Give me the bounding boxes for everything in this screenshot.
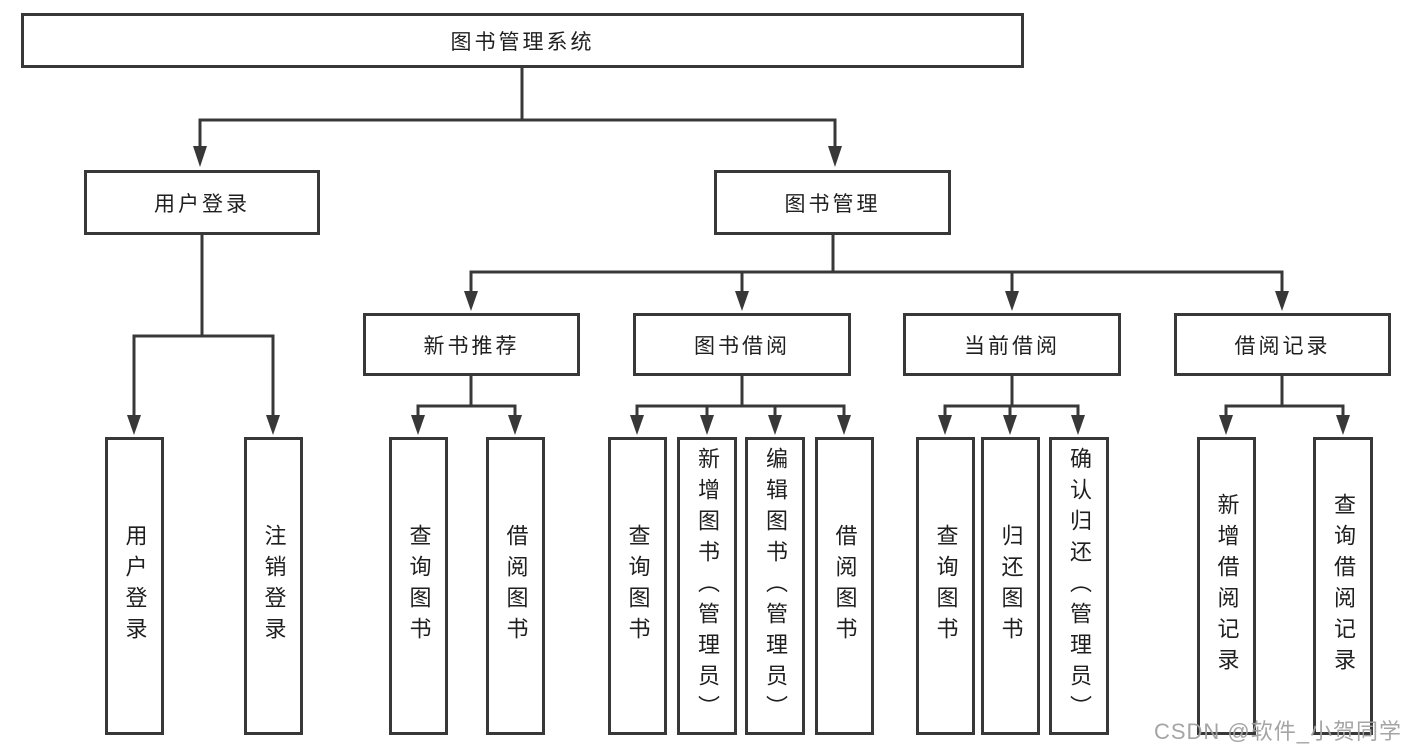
connector-current-borrow-children	[943, 376, 1080, 417]
leaf-edit-book-admin: 编辑图书（管理员）	[745, 437, 805, 735]
connector-user-login-children	[132, 235, 275, 417]
arrowheads-current-borrow-children	[938, 415, 1085, 435]
connector-book-borrow-children	[635, 376, 846, 417]
node-book-borrow: 图书借阅	[633, 313, 851, 376]
leaf-add-book-admin-label: 新增图书（管理员）	[695, 446, 720, 726]
node-new-book-recommend-label: 新书推荐	[423, 334, 520, 358]
node-user-login-label: 用户登录	[154, 192, 250, 216]
leaf-borrow-borrow-books: 借阅图书	[815, 437, 874, 735]
leaf-confirm-return-admin-label: 确认归还（管理员）	[1067, 446, 1092, 726]
node-borrow-records-label: 借阅记录	[1234, 334, 1331, 358]
connector-new-book-children	[416, 376, 517, 417]
leaf-recommend-query-books: 查询图书	[389, 437, 448, 735]
leaf-current-query-books-label: 查询图书	[933, 524, 959, 648]
leaf-logout-label: 注销登录	[261, 524, 287, 648]
node-current-borrow-label: 当前借阅	[964, 334, 1060, 358]
leaf-add-book-admin: 新增图书（管理员）	[677, 437, 737, 735]
leaf-return-book: 归还图书	[981, 437, 1040, 735]
arrowheads-new-book-children	[411, 415, 522, 435]
node-book-borrow-label: 图书借阅	[694, 334, 790, 358]
leaf-borrow-query-books-label: 查询图书	[625, 524, 651, 648]
connector-borrow-records-children	[1224, 376, 1345, 417]
arrowheads-borrow-records-children	[1219, 415, 1350, 435]
arrowheads-book-borrow-children	[630, 415, 851, 435]
node-book-management: 图书管理	[714, 170, 951, 235]
node-user-login: 用户登录	[84, 170, 320, 235]
leaf-recommend-borrow-books-label: 借阅图书	[503, 524, 529, 648]
node-book-management-label: 图书管理	[784, 192, 881, 216]
leaf-user-login-label: 用户登录	[122, 524, 148, 648]
leaf-user-login: 用户登录	[105, 437, 164, 735]
arrowheads-user-login-children	[127, 415, 280, 435]
leaf-logout: 注销登录	[244, 437, 303, 735]
leaf-add-borrow-record-label: 新增借阅记录	[1214, 493, 1240, 679]
leaf-borrow-borrow-books-label: 借阅图书	[832, 524, 858, 648]
arrowheads-book-management-children	[464, 291, 1289, 311]
csdn-watermark: CSDN @软件_小贺同学	[1153, 719, 1402, 744]
leaf-borrow-query-books: 查询图书	[608, 437, 667, 735]
node-borrow-records: 借阅记录	[1174, 313, 1391, 376]
node-new-book-recommend: 新书推荐	[363, 313, 580, 376]
connector-root-to-level2	[198, 68, 837, 148]
node-current-borrow: 当前借阅	[903, 313, 1121, 376]
arrowheads-level2	[193, 146, 842, 167]
leaf-add-borrow-record: 新增借阅记录	[1197, 437, 1256, 735]
leaf-current-query-books: 查询图书	[916, 437, 975, 735]
leaf-recommend-borrow-books: 借阅图书	[486, 437, 545, 735]
leaf-query-borrow-record: 查询借阅记录	[1313, 437, 1373, 735]
leaf-query-borrow-record-label: 查询借阅记录	[1331, 493, 1356, 679]
node-library-management-system: 图书管理系统	[21, 13, 1024, 68]
connector-book-management-children	[469, 235, 1284, 293]
leaf-edit-book-admin-label: 编辑图书（管理员）	[763, 446, 788, 726]
leaf-confirm-return-admin: 确认归还（管理员）	[1049, 437, 1109, 735]
leaf-return-book-label: 归还图书	[998, 524, 1024, 648]
node-library-management-system-label: 图书管理系统	[450, 30, 595, 54]
leaf-recommend-query-books-label: 查询图书	[406, 524, 432, 648]
